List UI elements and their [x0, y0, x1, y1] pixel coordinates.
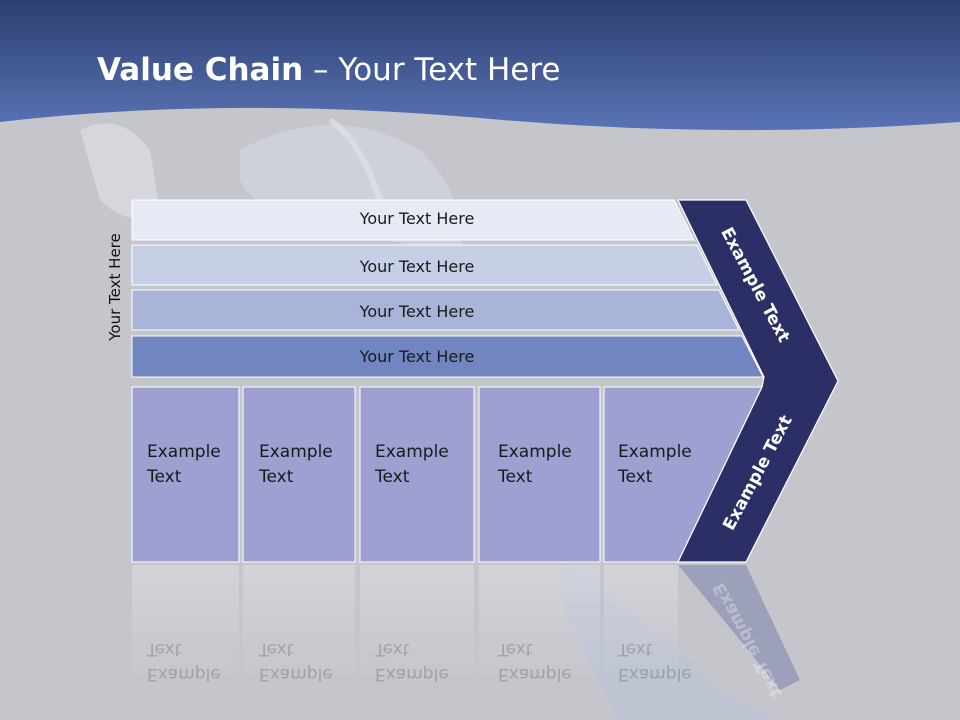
reflection-label-4: Example Text: [498, 636, 572, 686]
slide-title: Value Chain – Your Text Here: [97, 52, 560, 88]
reflection-label-5: Example Text: [618, 636, 692, 686]
reflection-label-1-line2: Text: [147, 639, 182, 659]
chevron-arrow: [677, 199, 839, 563]
reflection-label-2-line2: Text: [259, 639, 294, 659]
bar-label-4: Your Text Here: [359, 347, 475, 366]
box-label-2-line2: Text: [259, 467, 294, 487]
bar-4: [131, 335, 764, 378]
bar-1: [131, 199, 695, 241]
reflection-label-2: Example Text: [259, 636, 333, 686]
title-rest: – Your Text Here: [303, 52, 561, 88]
box-3: [359, 386, 475, 563]
reflection: [132, 565, 800, 690]
box-label-5-line2: Text: [618, 467, 653, 487]
bar-3: [131, 289, 740, 331]
bar-label-3: Your Text Here: [359, 302, 475, 321]
header-band: [0, 0, 960, 131]
reflection-label-1: Example Text: [147, 636, 221, 686]
box-label-5-line1: Example: [618, 442, 692, 462]
reflection-label-3-line2: Text: [375, 639, 410, 659]
reflection-label-3: Example Text: [375, 636, 449, 686]
side-label: Your Text Here: [106, 233, 124, 341]
bar-label-1: Your Text Here: [359, 209, 475, 228]
reflection-label-3-line1: Example: [375, 664, 449, 684]
bar-2: [131, 244, 718, 286]
box-1: [131, 386, 240, 563]
reflection-label-2-line1: Example: [259, 664, 333, 684]
reflection-label-4-line2: Text: [498, 639, 533, 659]
bar-label-2: Your Text Here: [359, 257, 475, 276]
box-label-4-line1: Example: [498, 442, 572, 462]
reflection-label-1-line1: Example: [147, 664, 221, 684]
box-4: [478, 386, 601, 563]
title-bold: Value Chain: [97, 52, 304, 88]
reflection-label-5-line1: Example: [618, 664, 692, 684]
box-2: [242, 386, 356, 563]
box-label-1-line2: Text: [147, 467, 182, 487]
box-label-3-line2: Text: [375, 467, 410, 487]
box-label-3-line1: Example: [375, 442, 449, 462]
box-label-4-line2: Text: [498, 467, 533, 487]
reflection-label-4-line1: Example: [498, 664, 572, 684]
box-label-2-line1: Example: [259, 442, 333, 462]
box-label-1-line1: Example: [147, 442, 221, 462]
reflection-label-5-line2: Text: [618, 639, 653, 659]
